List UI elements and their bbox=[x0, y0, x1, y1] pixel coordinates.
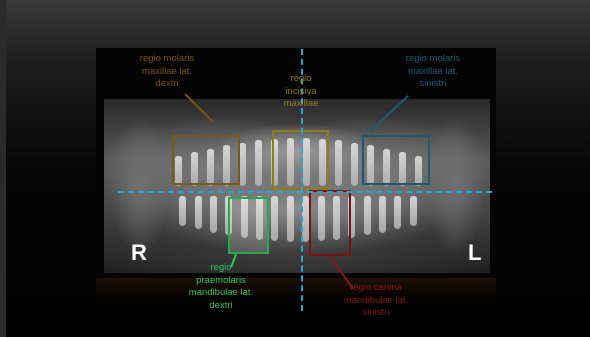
image-bottom-shade bbox=[96, 278, 496, 298]
label-line: regio molaris bbox=[112, 53, 222, 66]
side-label-right: R bbox=[131, 240, 147, 266]
label-line: dextri bbox=[166, 300, 276, 313]
tooth bbox=[210, 196, 217, 233]
label-line: regio canina bbox=[316, 282, 436, 295]
label-regio-incisiva: regio incisiva maxillae bbox=[266, 73, 336, 111]
horizontal-guide-line bbox=[118, 191, 492, 193]
label-line: regio bbox=[266, 73, 336, 86]
label-line: maxillae bbox=[266, 98, 336, 111]
label-line: maxillae lat. bbox=[378, 66, 488, 79]
tooth bbox=[351, 143, 358, 186]
tooth bbox=[255, 140, 262, 186]
tooth bbox=[335, 140, 342, 186]
label-line: mandibulae lat. bbox=[316, 295, 436, 308]
label-line: regio molaris bbox=[378, 53, 488, 66]
tooth bbox=[195, 196, 202, 229]
lower-teeth bbox=[175, 194, 421, 254]
label-regio-molaris-dextri: regio molaris maxillae lat. dextri bbox=[112, 53, 222, 91]
tooth bbox=[379, 196, 386, 233]
slide-edge bbox=[0, 0, 6, 337]
tooth bbox=[394, 196, 401, 229]
box-regio-praemolaris bbox=[228, 197, 269, 254]
label-line: dextri bbox=[112, 78, 222, 91]
side-label-left: L bbox=[468, 240, 481, 266]
tooth bbox=[287, 196, 294, 242]
tooth bbox=[410, 196, 417, 226]
box-regio-molaris-dextri bbox=[172, 135, 240, 185]
tooth bbox=[271, 196, 278, 241]
label-line: sinistri bbox=[378, 78, 488, 91]
label-regio-praemolaris: regio praemolaris mandibulae lat. dextri bbox=[166, 262, 276, 312]
mandible-ramus-left bbox=[425, 110, 485, 260]
mandible-ramus-right bbox=[110, 110, 170, 260]
label-regio-molaris-sinistri: regio molaris maxillae lat. sinistri bbox=[378, 53, 488, 91]
label-line: praemolaris bbox=[166, 275, 276, 288]
label-line: regio bbox=[166, 262, 276, 275]
tooth bbox=[179, 196, 186, 226]
label-line: maxillae lat. bbox=[112, 66, 222, 79]
box-regio-molaris-sinistri bbox=[362, 135, 430, 185]
box-regio-canina bbox=[309, 190, 351, 256]
label-line: incisiva bbox=[266, 86, 336, 99]
tooth bbox=[364, 196, 371, 235]
label-line: mandibulae lat. bbox=[166, 287, 276, 300]
label-line: sinistri bbox=[316, 307, 436, 320]
label-regio-canina: regio canina mandibulae lat. sinistri bbox=[316, 282, 436, 320]
